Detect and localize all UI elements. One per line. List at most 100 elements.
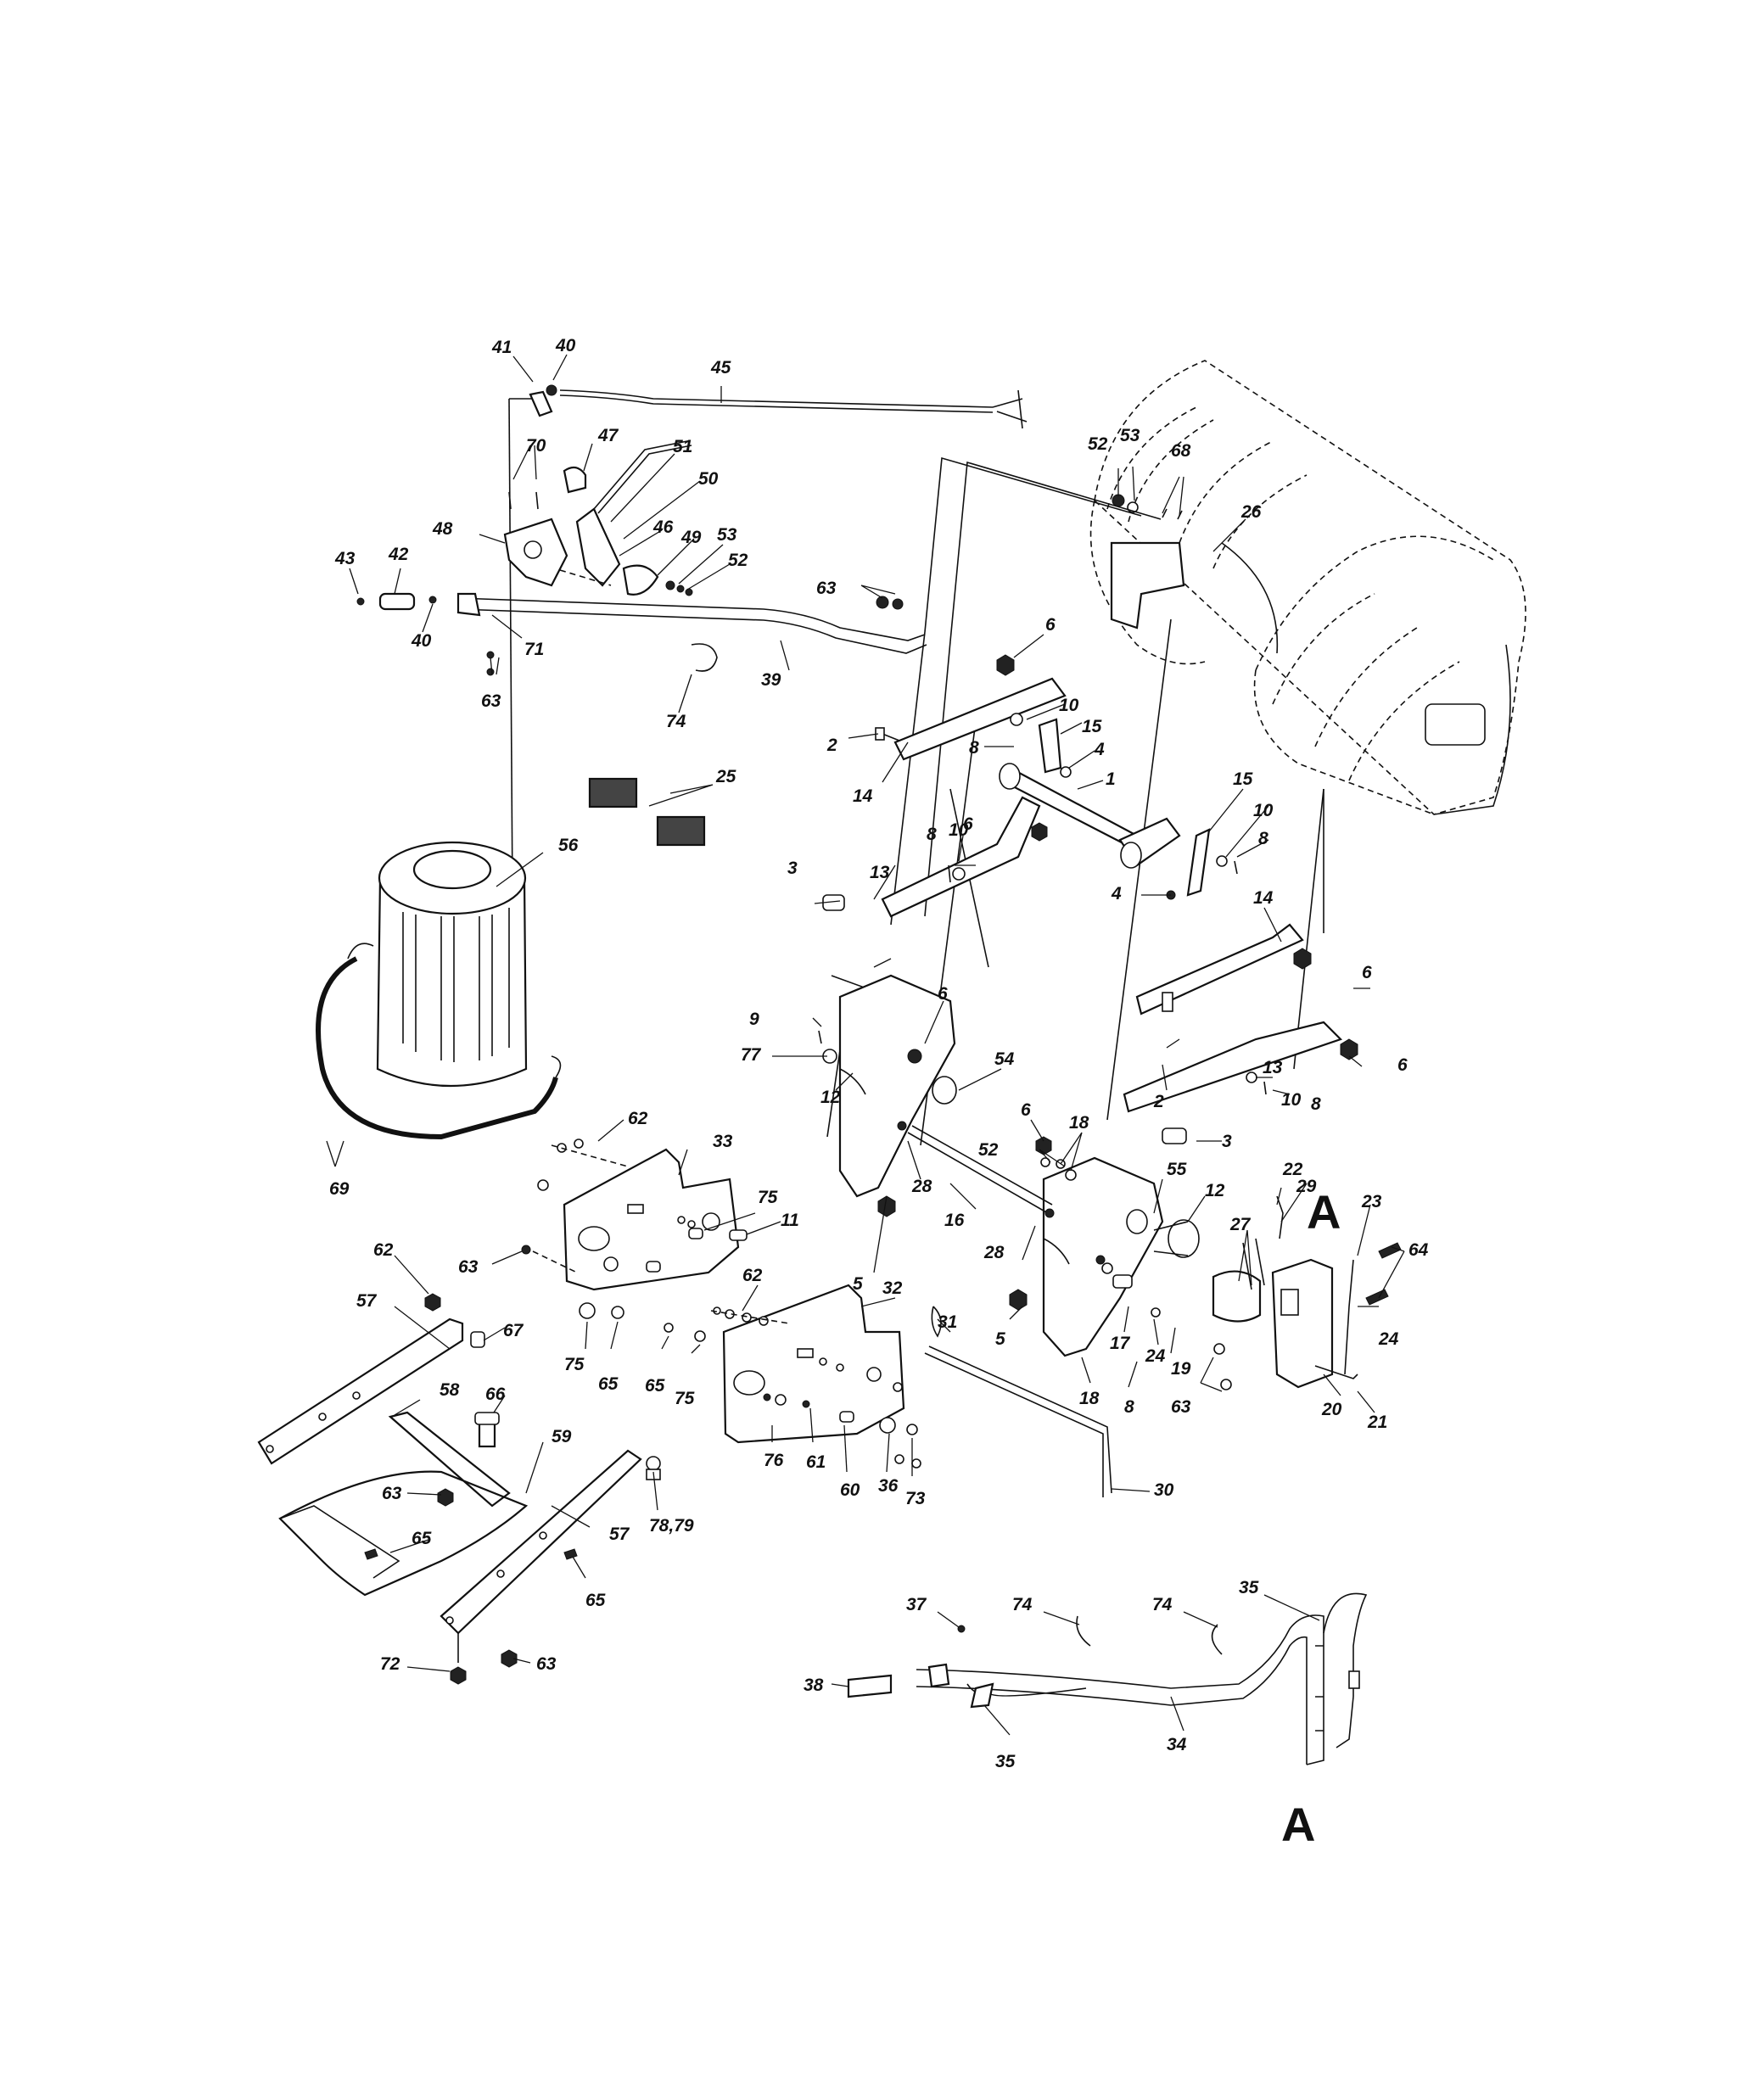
label-63: 63 [481, 691, 501, 711]
label-2: 2 [826, 736, 837, 755]
bracket-20 [1212, 1195, 1402, 1390]
label-61: 61 [806, 1452, 826, 1472]
label-32: 32 [882, 1278, 903, 1298]
label-65: 65 [598, 1374, 619, 1394]
air-filter [316, 841, 562, 1140]
label-52: 52 [728, 551, 748, 570]
label-65-hitch-second: 65 [585, 1591, 606, 1610]
label-62-mid: 62 [742, 1266, 763, 1285]
ref-mark-lower: A [1281, 1798, 1315, 1851]
label-48: 48 [432, 519, 453, 539]
label-33: 33 [713, 1132, 733, 1151]
label-53-hood: 53 [1120, 426, 1140, 445]
label-25: 25 [715, 767, 736, 786]
label-72: 72 [380, 1654, 400, 1674]
label-24: 24 [1145, 1346, 1166, 1366]
label-16: 16 [944, 1211, 965, 1230]
label-75: 75 [758, 1188, 778, 1207]
label-66: 66 [485, 1385, 506, 1404]
label-6-fifth: 6 [1397, 1055, 1408, 1075]
label-1: 1 [1106, 769, 1116, 789]
label-19: 19 [1171, 1359, 1191, 1379]
label-38: 38 [804, 1676, 824, 1695]
label-59: 59 [552, 1427, 572, 1446]
label-13: 13 [870, 863, 890, 882]
lever-assembly [503, 440, 693, 596]
label-10-fourth: 10 [1281, 1090, 1302, 1110]
tine-hood [1089, 360, 1526, 815]
label-15: 15 [1082, 717, 1102, 736]
label-6: 6 [1045, 615, 1056, 635]
rod-30 [924, 1306, 1112, 1497]
label-20: 20 [1321, 1400, 1342, 1419]
label-29: 29 [1296, 1177, 1317, 1196]
label-52-hood: 52 [1088, 434, 1108, 454]
label-65-second: 65 [645, 1376, 665, 1396]
label-57-second: 57 [609, 1525, 630, 1544]
label-75-second: 75 [564, 1355, 585, 1374]
label-36: 36 [878, 1476, 899, 1496]
label-10: 10 [1059, 696, 1079, 715]
label-24-right: 24 [1378, 1329, 1399, 1349]
label-52-lower: 52 [978, 1140, 999, 1160]
label-8-fourth: 8 [1311, 1094, 1321, 1114]
side-plates [838, 974, 1200, 1357]
label-56: 56 [558, 836, 579, 855]
label-71: 71 [524, 640, 544, 659]
hitch-frame [257, 1293, 661, 1685]
label-63-upper: 63 [816, 579, 837, 598]
label-74-third: 74 [1152, 1595, 1173, 1614]
label-31: 31 [938, 1312, 957, 1332]
label-10-second: 10 [949, 820, 969, 840]
label-63-hitch: 63 [382, 1484, 402, 1503]
label-5: 5 [853, 1274, 863, 1294]
label-63-mid: 63 [458, 1257, 479, 1277]
label-8-third: 8 [1258, 829, 1268, 848]
label-14: 14 [853, 786, 873, 806]
label-21: 21 [1367, 1413, 1387, 1432]
label-26: 26 [1240, 502, 1262, 522]
label-46: 46 [652, 518, 674, 537]
label-12: 12 [820, 1088, 841, 1107]
label-75-third: 75 [675, 1389, 695, 1408]
label-49: 49 [680, 528, 702, 547]
label-62: 62 [628, 1109, 648, 1128]
label-65-hitch: 65 [412, 1529, 432, 1548]
label-55: 55 [1167, 1160, 1187, 1179]
label-34: 34 [1167, 1735, 1187, 1754]
label-40-lower: 40 [411, 631, 432, 651]
label-18: 18 [1069, 1113, 1089, 1133]
label-45: 45 [710, 358, 731, 378]
label-47: 47 [597, 426, 619, 445]
label-54: 54 [994, 1049, 1015, 1069]
label-3-second: 3 [1222, 1132, 1232, 1151]
label-35-lower: 35 [995, 1752, 1016, 1771]
label-11: 11 [781, 1211, 799, 1230]
label-8: 8 [969, 738, 979, 758]
label-8-fifth: 8 [1124, 1397, 1134, 1417]
label-53: 53 [717, 525, 737, 545]
label-37: 37 [906, 1595, 927, 1614]
label-63-bottom: 63 [536, 1654, 557, 1674]
label-76: 76 [764, 1451, 784, 1470]
label-6-third: 6 [1362, 963, 1372, 982]
label-3: 3 [787, 859, 798, 878]
leader-lines [326, 354, 1405, 1736]
label-4-second: 4 [1111, 884, 1122, 904]
label-35: 35 [1239, 1578, 1259, 1597]
label-57: 57 [356, 1291, 378, 1311]
decals [588, 777, 706, 847]
label-5-second: 5 [995, 1329, 1005, 1349]
label-4: 4 [1094, 740, 1105, 759]
label-17: 17 [1110, 1334, 1131, 1353]
label-64: 64 [1408, 1240, 1429, 1260]
label-2-second: 2 [1153, 1092, 1164, 1111]
label-42: 42 [388, 545, 409, 564]
label-74: 74 [666, 712, 686, 731]
label-14-second: 14 [1253, 888, 1274, 908]
label-30: 30 [1154, 1480, 1174, 1500]
label-78-79: 78,79 [649, 1516, 694, 1536]
hood-bracket [1110, 494, 1185, 629]
part-labels: 41 40 45 70 47 51 50 48 46 49 53 52 43 4… [329, 336, 1429, 1771]
